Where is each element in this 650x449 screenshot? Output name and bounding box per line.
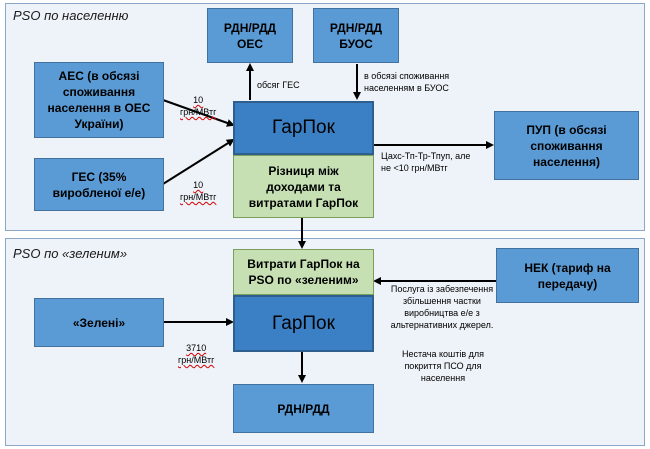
zeleni-box: «Зелені»	[34, 298, 164, 347]
shortage-label: Нестача коштів для покриття ПСО для насе…	[401, 349, 485, 383]
ges-price-text: 10 грн/МВтг	[180, 180, 217, 202]
population-pso-title: PSO по населенню	[13, 8, 129, 23]
ges-price-label: 10 грн/МВтг	[180, 167, 216, 203]
arrow-aes-to-garpok	[162, 99, 235, 127]
arrow-ges-to-garpok	[162, 138, 235, 185]
nek-service-label: Послуга із забезпечення збільшення частк…	[390, 284, 494, 330]
green-pso-title: PSO по «зеленим»	[13, 246, 128, 261]
nek-box: НЕК (тариф на передачу)	[496, 248, 639, 303]
rdn-bottom-box: РДН/РДД	[233, 384, 374, 433]
aes-price-label: 10 грн/МВтг	[180, 82, 216, 118]
rdn-buos-box: РДН/РДД БУОС	[313, 8, 399, 63]
garpok-top-box: ГарПок	[233, 101, 374, 155]
garpok-difference-box: Різниця між доходами та витратами ГарПок	[233, 155, 374, 218]
zeleni-price-text: 3710 грн/МВтг	[178, 343, 215, 365]
zeleni-price-label: 3710 грн/МВтг	[178, 330, 214, 366]
ges-volume-label: обсяг ГЕС	[257, 80, 300, 90]
aes-box: АЕС (в обсязі споживання населення в ОЕС…	[34, 62, 164, 138]
pup-formula-label: Цахс-Тп-Тр-Тпуп, але не <10 грн/МВтг	[381, 151, 471, 173]
aes-price-text: 10 грн/МВтг	[180, 95, 217, 117]
buos-volume-label: в обсязі споживання населенням в БУОС	[364, 71, 450, 93]
garpok-bottom-box: ГарПок	[233, 295, 374, 352]
rdn-oes-box: РДН/РДД ОЕС	[207, 8, 293, 63]
garpok-costs-box: Витрати ГарПок на PSO по «зеленим»	[233, 249, 374, 295]
pup-box: ПУП (в обсязі споживання населення)	[494, 111, 639, 180]
ges-box: ГЕС (35% виробленої е/е)	[34, 158, 164, 211]
